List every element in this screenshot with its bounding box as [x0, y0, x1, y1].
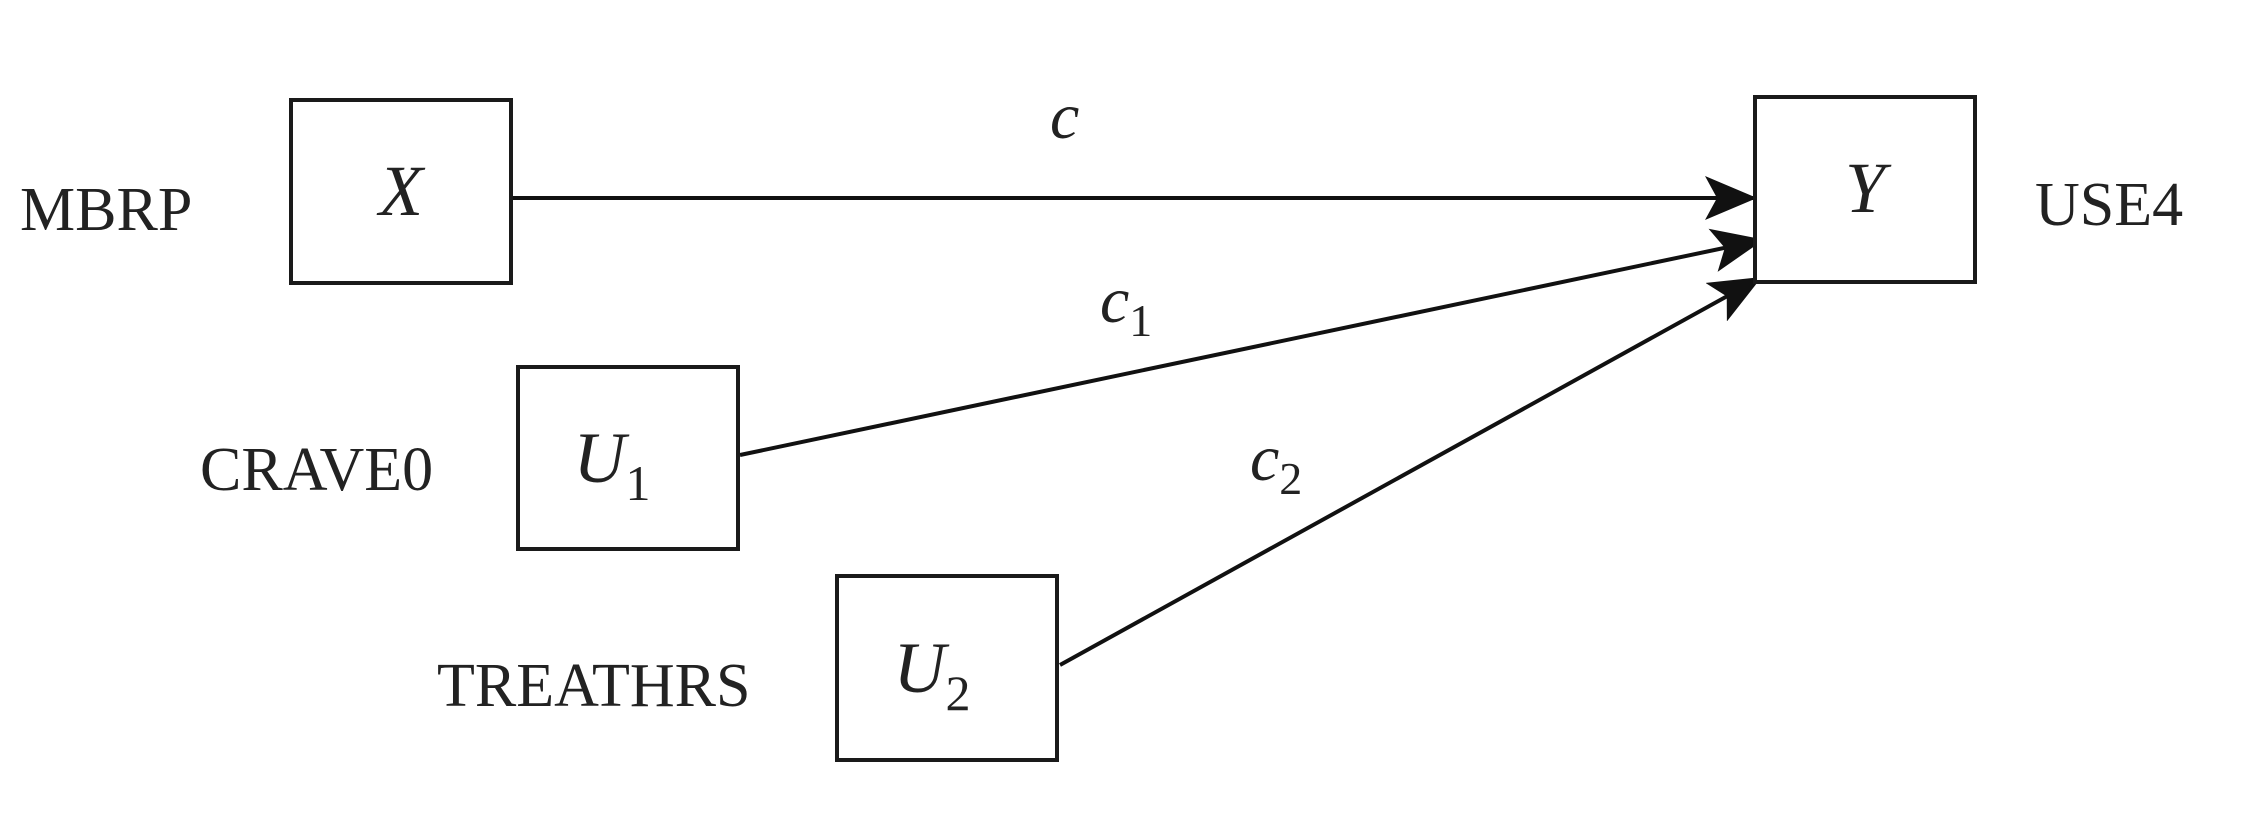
node-u2: U2: [835, 574, 1059, 762]
edge-label-c2: c2: [1250, 422, 1302, 504]
edge-label-c1: c1: [1100, 264, 1152, 346]
edge-label-c1-subscript: 1: [1129, 295, 1152, 346]
node-u2-symbol: U2: [894, 628, 971, 721]
node-x-symbol: X: [376, 151, 426, 231]
node-x-letter: X: [376, 151, 426, 231]
node-x: X: [289, 98, 513, 285]
edge-label-c-symbol: c: [1050, 80, 1079, 153]
node-u1-symbol: U1: [574, 418, 651, 511]
node-u1-letter: U: [574, 418, 630, 498]
node-y-symbol: Y: [1845, 148, 1892, 228]
node-u2-box: [835, 574, 1059, 762]
node-u1-box: [516, 365, 740, 551]
edge-label-c2-symbol: c: [1250, 422, 1279, 495]
node-u1: U1: [516, 365, 740, 551]
node-u2-letter: U: [894, 628, 950, 708]
node-x-box: [289, 98, 513, 285]
edge-u1-to-y: [739, 228, 1764, 457]
node-u2-name: TREATHRS: [437, 652, 750, 720]
node-x-name: MBRP: [20, 176, 192, 244]
edge-label-c2-subscript: 2: [1279, 453, 1302, 504]
edge-u2-to-y: [1059, 276, 1762, 667]
edge-label-c1-symbol: c: [1100, 264, 1129, 337]
node-y: Y: [1753, 95, 1977, 284]
node-u1-name: CRAVE0: [200, 436, 433, 504]
node-y-letter: Y: [1845, 148, 1892, 228]
node-y-name: USE4: [2035, 171, 2183, 239]
node-u2-subscript: 2: [946, 665, 971, 721]
node-u1-subscript: 1: [626, 455, 651, 511]
node-y-box: [1753, 95, 1977, 284]
edge-label-c: c: [1050, 80, 1079, 153]
